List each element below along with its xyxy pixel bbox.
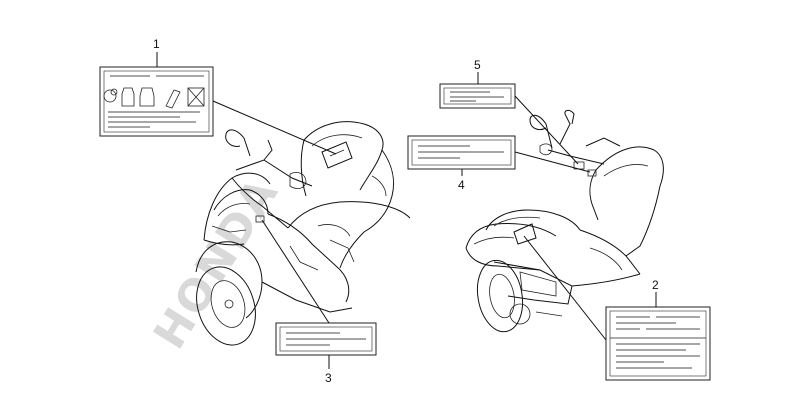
- callout-5: 5: [474, 58, 481, 72]
- callout-4: 4: [458, 178, 465, 192]
- scooter-rear-view: [465, 109, 664, 333]
- callout-1: 1: [153, 37, 160, 51]
- label-4: [407, 135, 516, 170]
- label-1-caution: [99, 66, 214, 137]
- label-5: [439, 83, 516, 109]
- label-3: [275, 322, 377, 356]
- scooter-front-view: [195, 121, 411, 346]
- label-icons: [103, 87, 205, 109]
- label-2: [605, 306, 711, 381]
- callout-2: 2: [652, 278, 659, 292]
- leader-lines: [156, 52, 657, 369]
- callout-3: 3: [325, 371, 332, 385]
